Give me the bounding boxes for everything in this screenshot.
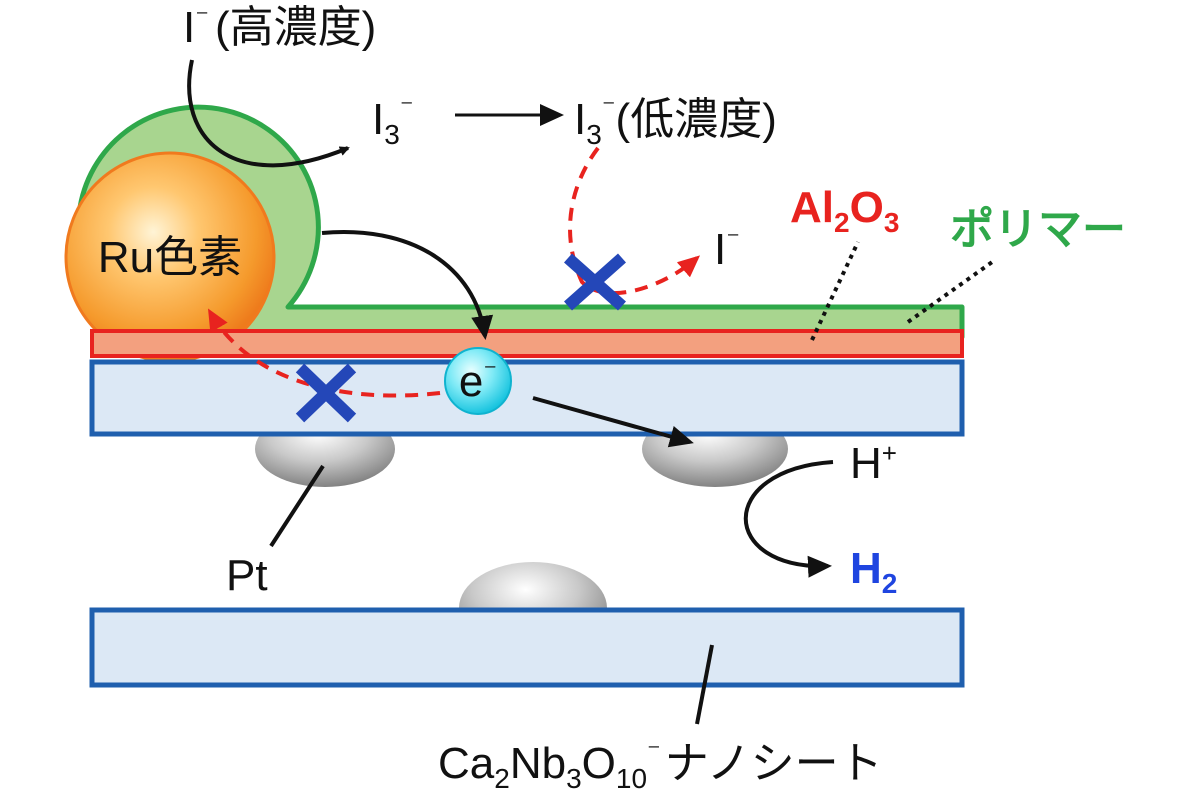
i-minus-high-concentration-label: I⁻(高濃度)	[183, 2, 376, 52]
nanosheet-lower	[89, 607, 965, 688]
cross-mark-i3-reduction	[564, 253, 626, 311]
polymer-label: ポリマー	[950, 205, 1126, 254]
red-dashed-arrow-electron-to-dye	[207, 308, 441, 398]
al2o3-layer	[90, 329, 964, 358]
arrow-h-plus-to-h2	[743, 460, 834, 578]
cross-mark-electron-recombination	[295, 363, 357, 423]
ru-dye-label: Ru色素	[98, 233, 242, 282]
arrow-dye-to-electron	[321, 230, 494, 340]
arrow-electron-to-pt	[532, 396, 694, 448]
electron-sphere	[444, 347, 512, 415]
h2-label: H2	[850, 544, 897, 599]
al2o3-label: Al2O3	[790, 183, 899, 238]
arrow-i-minus-to-i3	[187, 59, 350, 168]
nanosheet-upper	[89, 359, 965, 437]
i3-minus-low-concentration-label: I3⁻(低濃度)	[574, 92, 777, 150]
red-dashed-arrow-i3-to-i-minus	[568, 146, 701, 296]
electron-label: e⁻	[459, 356, 497, 406]
i-minus-label-right: I⁻	[714, 224, 740, 274]
pt-leader-line	[269, 464, 325, 548]
pt-label: Pt	[226, 551, 268, 600]
nanosheet-leader-line	[695, 644, 714, 725]
al2o3-leader-line	[810, 241, 860, 341]
h-plus-label: H+	[850, 438, 897, 488]
nanosheet-label: Ca2Nb3O10⁻ナノシート	[438, 736, 883, 794]
i3-minus-label-left: I3⁻	[372, 92, 414, 150]
